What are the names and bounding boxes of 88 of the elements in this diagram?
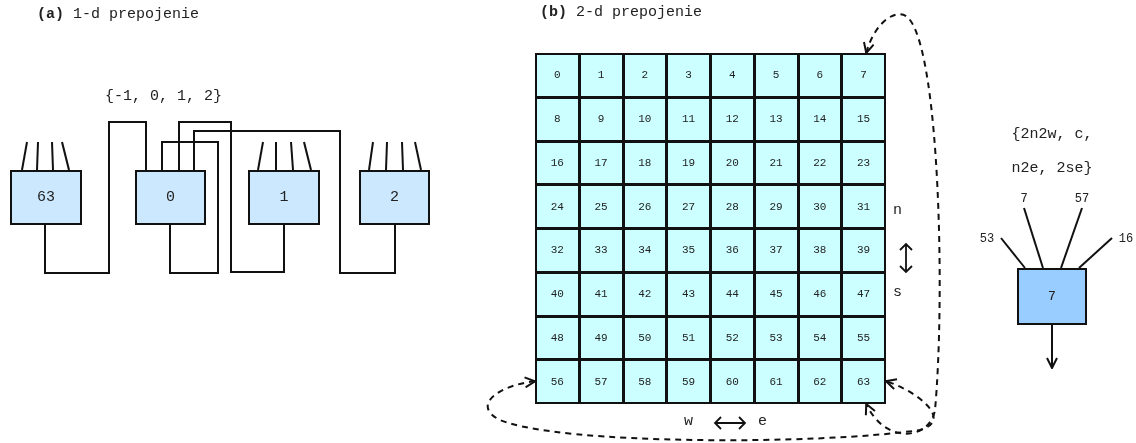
wire xyxy=(1023,207,1044,269)
grid-cell: 33 xyxy=(578,228,624,273)
direction-label: w xyxy=(684,413,693,430)
grid-cell: 47 xyxy=(841,271,886,317)
grid-cell: 1 xyxy=(578,53,624,98)
grid-cell: 6 xyxy=(797,53,843,98)
grid-cell: 58 xyxy=(622,359,668,404)
processor-box: 63 xyxy=(10,170,82,225)
grid-cell: 9 xyxy=(578,96,624,142)
wire xyxy=(275,141,277,171)
grid-cell: 8 xyxy=(535,96,580,142)
grid-cell: 41 xyxy=(578,271,624,317)
grid-cell: 28 xyxy=(710,184,755,229)
grid-cell: 62 xyxy=(797,359,843,404)
grid-cell: 36 xyxy=(710,228,755,273)
grid-cell: 38 xyxy=(797,228,843,273)
wire xyxy=(1060,207,1083,269)
port-label: 16 xyxy=(1112,230,1136,248)
grid-cell: 0 xyxy=(535,53,580,98)
grid-cell: 37 xyxy=(753,228,799,273)
wire xyxy=(36,141,39,171)
direction-label: e xyxy=(758,413,767,430)
grid-cell: 11 xyxy=(666,96,711,142)
grid-cell: 40 xyxy=(535,271,580,317)
arrow xyxy=(1046,324,1058,369)
wire xyxy=(1000,237,1026,269)
grid-cell: 25 xyxy=(578,184,624,229)
port-label: 53 xyxy=(973,230,1001,248)
wire xyxy=(61,141,70,171)
grid-cell: 45 xyxy=(753,271,799,317)
wire xyxy=(385,141,388,171)
grid-cell: 32 xyxy=(535,228,580,273)
wire xyxy=(257,141,264,171)
dashed-arrow xyxy=(863,13,941,435)
grid-cell: 24 xyxy=(535,184,580,229)
grid-cell: 7 xyxy=(841,53,886,98)
processor-box: 1 xyxy=(248,170,320,225)
grid-cell: 52 xyxy=(710,315,755,361)
grid-cell: 23 xyxy=(841,140,886,186)
grid-cell: 12 xyxy=(710,96,755,142)
grid-cell: 20 xyxy=(710,140,755,186)
wire xyxy=(161,141,219,274)
set-label: {-1, 0, 1, 2} xyxy=(105,88,223,105)
grid-cell: 44 xyxy=(710,271,755,317)
panel-heading: (b) 2-d prepojenie xyxy=(540,4,703,21)
grid-cell: 56 xyxy=(535,359,580,404)
direction-label: s xyxy=(893,284,902,301)
panel-heading: (a) 1-d prepojenie xyxy=(37,6,200,23)
wire xyxy=(401,141,404,171)
wire xyxy=(1078,237,1113,269)
direction-label: n xyxy=(893,202,902,219)
wire xyxy=(178,121,285,273)
processor-box: 2 xyxy=(359,170,430,225)
wire xyxy=(193,130,396,274)
grid-cell: 15 xyxy=(841,96,886,142)
wire xyxy=(414,141,422,171)
wire xyxy=(21,141,28,171)
grid-cell: 59 xyxy=(666,359,711,404)
wire xyxy=(368,141,374,171)
processor-box: 7 xyxy=(1017,268,1087,325)
grid-cell: 43 xyxy=(666,271,711,317)
wire xyxy=(44,121,147,274)
grid-cell: 34 xyxy=(622,228,668,273)
grid-cell: 39 xyxy=(841,228,886,273)
grid-cell: 3 xyxy=(666,53,711,98)
port-label: 57 xyxy=(1071,190,1093,208)
grid-cell: 2 xyxy=(622,53,668,98)
grid-cell: 35 xyxy=(666,228,711,273)
grid-cell: 61 xyxy=(753,359,799,404)
grid-cell: 48 xyxy=(535,315,580,361)
grid-cell: 27 xyxy=(666,184,711,229)
grid-cell: 60 xyxy=(710,359,755,404)
grid-cell: 57 xyxy=(578,359,624,404)
processor-box: 0 xyxy=(135,170,206,225)
grid-cell: 4 xyxy=(710,53,755,98)
wire xyxy=(303,141,312,171)
grid-cell: 31 xyxy=(841,184,886,229)
wire xyxy=(290,141,294,171)
grid-cell: 13 xyxy=(753,96,799,142)
grid-cell: 55 xyxy=(841,315,886,361)
grid-cell: 63 xyxy=(841,359,886,404)
wire xyxy=(51,141,54,171)
port-label: 7 xyxy=(1015,190,1033,208)
grid-cell: 5 xyxy=(753,53,799,98)
dashed-arrow xyxy=(486,376,935,442)
set-label: {2n2w, c, n2e, 2se} xyxy=(1010,125,1094,179)
grid-cell: 16 xyxy=(535,140,580,186)
grid-cell: 29 xyxy=(753,184,799,229)
